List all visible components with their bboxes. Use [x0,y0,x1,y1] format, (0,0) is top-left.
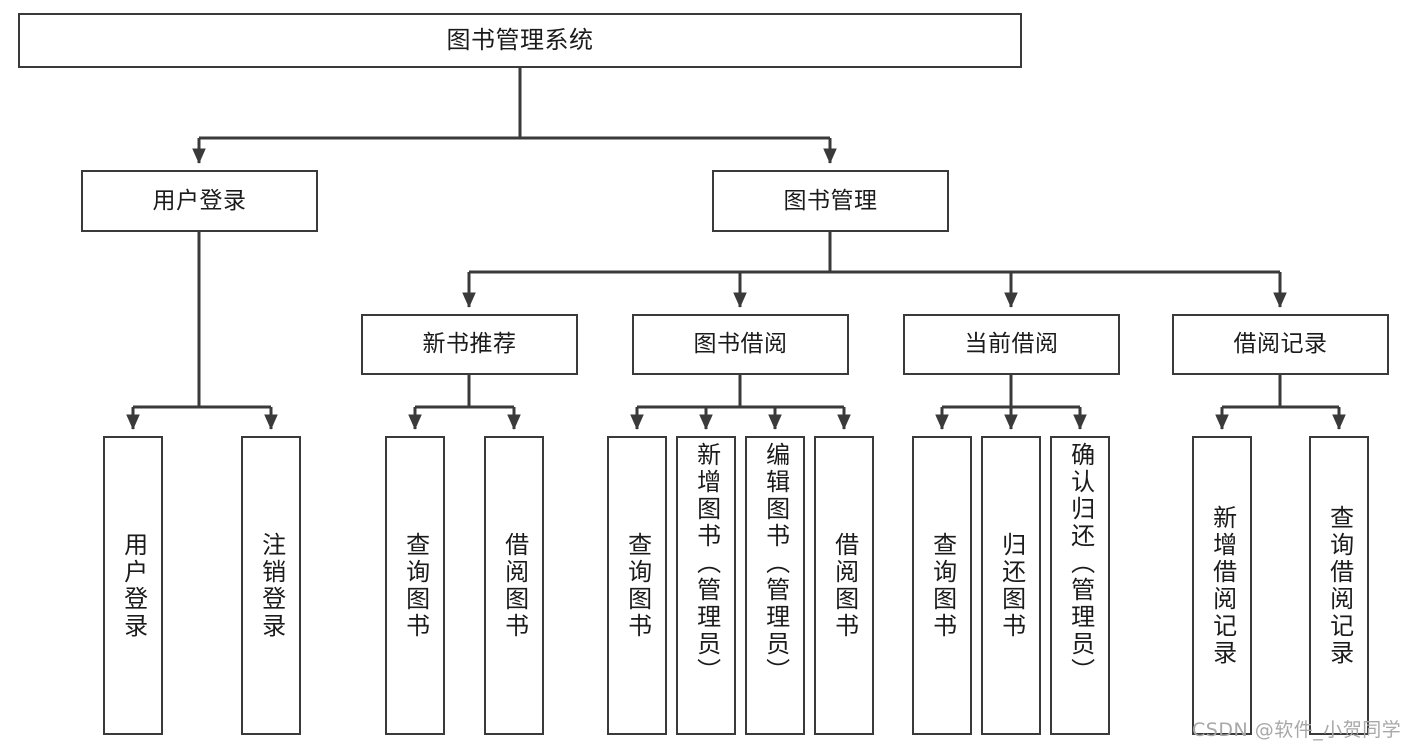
node-label: 图书管理系统 [446,25,594,54]
node-label: 借阅记录 [1233,331,1328,358]
node-label: 当前借阅 [964,331,1059,358]
node-root-system[interactable]: 图书管理系统 [18,13,1022,68]
node-label: 查询借阅记录 [1325,504,1354,667]
leaf-edit-book[interactable]: 编辑图书（管理员） [745,436,805,735]
node-book-borrow[interactable]: 图书借阅 [632,314,849,375]
node-current-borrow[interactable]: 当前借阅 [903,314,1120,375]
leaf-query-book-1[interactable]: 查询图书 [385,436,445,735]
node-borrow-record[interactable]: 借阅记录 [1172,314,1389,375]
leaf-query-book-2[interactable]: 查询图书 [607,436,667,735]
node-label: 借阅图书 [830,531,859,640]
leaf-logout[interactable]: 注销登录 [241,436,301,735]
leaf-confirm-return[interactable]: 确认归还（管理员） [1050,436,1110,735]
node-book-management[interactable]: 图书管理 [712,170,949,232]
node-label: 用户登录 [119,531,148,640]
node-user-login[interactable]: 用户登录 [81,170,318,232]
leaf-add-book[interactable]: 新增图书（管理员） [676,436,736,735]
node-label: 注销登录 [257,531,286,640]
leaf-borrow-book-2[interactable]: 借阅图书 [814,436,874,735]
node-label: 查询图书 [401,531,430,640]
node-label: 用户登录 [152,187,247,214]
node-label: 查询图书 [928,531,957,640]
leaf-query-record[interactable]: 查询借阅记录 [1309,436,1369,735]
node-label: 新增图书（管理员） [692,442,721,685]
leaf-add-record[interactable]: 新增借阅记录 [1192,436,1252,735]
node-label: 借阅图书 [500,531,529,640]
node-label: 编辑图书（管理员） [761,442,790,685]
node-label: 图书管理 [783,187,878,214]
node-label: 图书借阅 [693,331,788,358]
leaf-user-login[interactable]: 用户登录 [103,436,163,735]
node-label: 新增借阅记录 [1208,504,1237,667]
node-label: 查询图书 [623,531,652,640]
leaf-query-book-3[interactable]: 查询图书 [912,436,972,735]
node-label: 新书推荐 [422,331,517,358]
node-label: 确认归还（管理员） [1066,442,1095,685]
watermark: CSDN @软件_小贺同学 [1192,719,1402,741]
node-new-book-recommend[interactable]: 新书推荐 [361,314,578,375]
leaf-borrow-book-1[interactable]: 借阅图书 [484,436,544,735]
node-label: 归还图书 [997,531,1026,640]
leaf-return-book[interactable]: 归还图书 [981,436,1041,735]
